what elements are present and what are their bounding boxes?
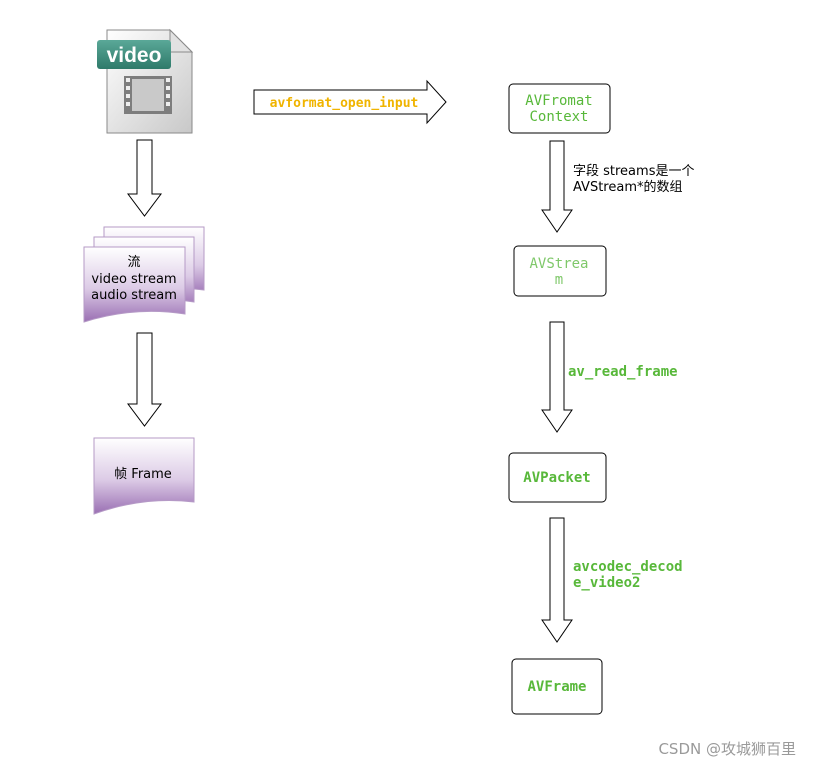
watermark: CSDN @攻城狮百里 (658, 740, 796, 758)
file-type-tag (97, 40, 171, 69)
connector-arrow-open-input: avformat_open_input (253, 79, 447, 125)
streams-label-title: 流 (127, 255, 140, 270)
arrow-down-right-2 (541, 321, 573, 433)
video-file-icon: video (97, 28, 194, 134)
connector-label: avformat_open_input (270, 96, 419, 111)
film-strip-icon (124, 76, 172, 114)
node-avstream: AVStrea m (513, 245, 607, 297)
node-avformatcontext-line1: AVFromat (525, 93, 592, 109)
node-avframe-label: AVFrame (527, 679, 586, 695)
streams-multidoc: 流 video stream audio stream (83, 226, 205, 323)
arrow-down-right-3 (541, 517, 573, 643)
edge1-note-line1: 字段 streams是一个 (573, 164, 694, 179)
arrow-down-left-1 (127, 139, 162, 217)
edge1-note-line2: AVStream*的数组 (573, 179, 683, 195)
frame-label: 帧 Frame (114, 467, 172, 482)
node-avformatcontext: AVFromat Context (508, 83, 611, 134)
node-avframe: AVFrame (511, 658, 603, 715)
arrow-down-left-2 (127, 332, 162, 427)
node-avstream-line2: m (555, 272, 563, 288)
arrow-down-right-1 (541, 140, 573, 233)
edge2-label: av_read_frame (568, 364, 678, 380)
streams-label-audio: audio stream (91, 288, 177, 303)
node-avstream-line1: AVStrea (529, 256, 588, 272)
file-type-label: video (107, 44, 162, 67)
streams-label-video: video stream (91, 272, 176, 287)
edge3-label-line1: avcodec_decod (573, 559, 683, 575)
frame-document: 帧 Frame (93, 437, 195, 515)
node-avpacket: AVPacket (508, 452, 607, 503)
edge3-label-line2: e_video2 (573, 575, 640, 591)
node-avpacket-label: AVPacket (523, 470, 590, 486)
node-avformatcontext-line2: Context (529, 109, 588, 125)
